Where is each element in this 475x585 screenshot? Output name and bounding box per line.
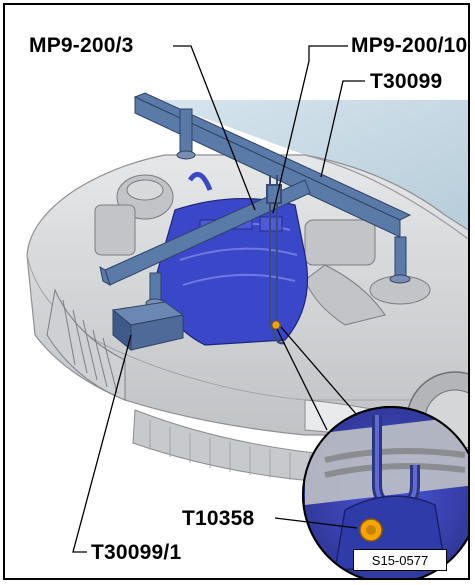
leader-mp9-200-10	[272, 45, 348, 214]
engine-bay-components	[94, 174, 431, 326]
inset-connector-2	[280, 326, 358, 416]
attachment-point-marker	[271, 320, 281, 330]
support-block-t30099-1	[111, 301, 185, 352]
label-mp9-200-3: MP9-200/3	[29, 34, 134, 57]
inset-connector-1	[276, 328, 328, 431]
label-mp9-200-10: MP9-200/10	[351, 34, 468, 57]
label-t10358: T10358	[182, 507, 255, 530]
figure-id-box: S15-0577	[353, 549, 447, 571]
leader-mp9-200-3	[173, 45, 256, 211]
engine-bay-illustration	[26, 45, 468, 578]
support-bridge-t30099	[133, 92, 412, 284]
label-t30099: T30099	[370, 70, 443, 93]
label-t30099-1: T30099/1	[91, 541, 182, 564]
leader-lines	[72, 45, 365, 553]
leader-t30099	[320, 80, 365, 178]
leader-t10358	[274, 517, 358, 529]
figure-frame: MP9-200/3 MP9-200/10 T30099 T10358 T3009…	[3, 3, 470, 580]
cross-beam-mp9-200-3	[99, 179, 311, 308]
leader-t30099-1	[72, 334, 132, 553]
front-grille	[46, 288, 126, 401]
